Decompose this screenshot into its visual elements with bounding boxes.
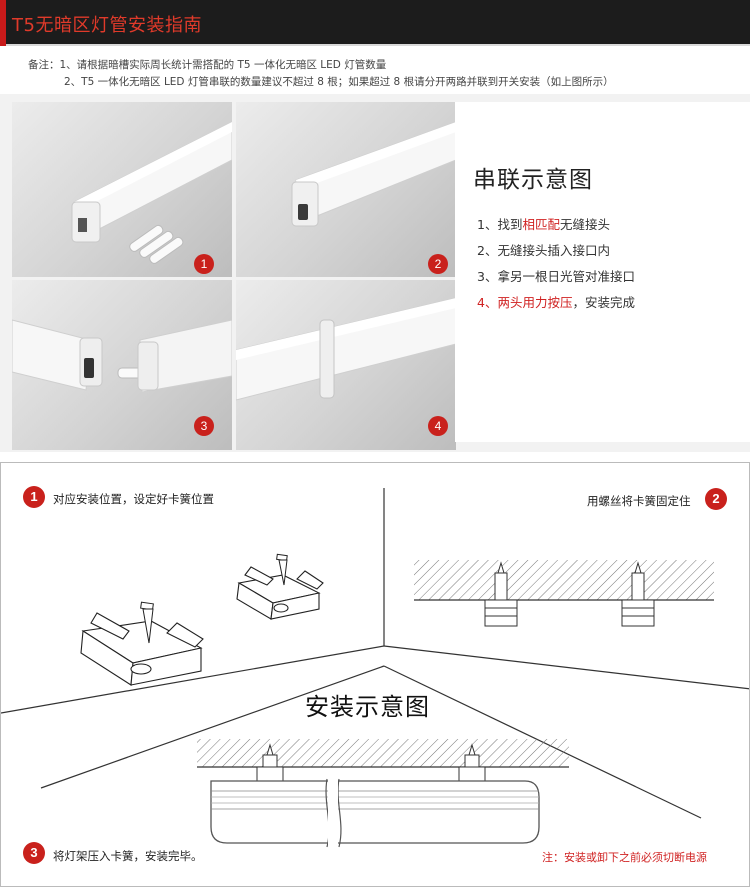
photo-step-4: 4 bbox=[236, 280, 456, 450]
photo-badge-4: 4 bbox=[428, 416, 448, 436]
note-line-2: 2、T5 一体化无暗区 LED 灯管串联的数量建议不超过 8 根；如果超过 8 … bbox=[64, 76, 614, 88]
photo-step-1: 1 bbox=[12, 102, 232, 277]
pressed-joint-illustration bbox=[236, 297, 456, 401]
serial-step-4-highlight: 4、两头用力按压 bbox=[477, 295, 573, 310]
title-accent-bar bbox=[0, 0, 6, 46]
safety-warning: 注：安装或卸下之前必须切断电源 bbox=[542, 851, 707, 864]
install-step-3-text: 将灯架压入卡簧，安装完毕。 bbox=[53, 849, 203, 863]
tube-with-connectors-illustration bbox=[71, 121, 232, 264]
ceiling-hatch-bottom bbox=[197, 739, 569, 767]
photo-badge-1: 1 bbox=[194, 254, 214, 274]
mounting-screw-small bbox=[276, 553, 288, 586]
mounting-screw-large bbox=[140, 601, 154, 644]
note-line-1: 备注：1、请根据暗槽实际周长统计需搭配的 T5 一体化无暗区 LED 灯管数量 bbox=[28, 59, 387, 71]
photo-badge-2: 2 bbox=[428, 254, 448, 274]
serial-step-1: 1、找到相匹配无缝接头 bbox=[477, 214, 610, 233]
page-title: T5无暗区灯管安装指南 bbox=[12, 15, 202, 36]
install-title: 安装示意图 bbox=[305, 693, 430, 721]
title-bar: T5无暗区灯管安装指南 bbox=[0, 0, 750, 46]
serial-step-4-suffix: ，安装完成 bbox=[572, 295, 635, 310]
serial-step-1-highlight: 相匹配 bbox=[522, 217, 560, 232]
photo-step-2: 2 bbox=[236, 102, 456, 277]
mounting-clip-large bbox=[80, 612, 204, 686]
align-tubes-illustration bbox=[12, 319, 232, 393]
photo-badge-3: 3 bbox=[194, 416, 214, 436]
notes: 备注：1、请根据暗槽实际周长统计需搭配的 T5 一体化无暗区 LED 灯管数量 … bbox=[28, 57, 614, 91]
serial-step-1-prefix: 1、找到 bbox=[477, 217, 523, 232]
photo-step-3: 3 bbox=[12, 280, 232, 450]
serial-step-1-suffix: 无缝接头 bbox=[559, 217, 610, 232]
installation-panel: 1 对应安装位置，设定好卡簧位置 用螺丝将卡簧固定住 2 安装示意图 3 将灯架… bbox=[0, 462, 750, 887]
installation-diagram bbox=[1, 488, 749, 853]
install-step-3-number: 3 bbox=[23, 842, 45, 864]
serial-title: 串联示意图 bbox=[473, 167, 593, 193]
fixed-clips-right bbox=[484, 561, 655, 627]
ceiling-hatch-right bbox=[414, 560, 714, 600]
install-step-1-number: 1 bbox=[23, 486, 45, 508]
light-fixture bbox=[210, 773, 540, 853]
connector-inserted-illustration bbox=[291, 121, 456, 227]
serial-guide: 串联示意图 1、找到相匹配无缝接头 2、无缝接头插入接口内 3、拿另一根日光管对… bbox=[455, 102, 750, 442]
mounting-clip-small bbox=[236, 566, 324, 620]
serial-step-3: 3、拿另一根日光管对准接口 bbox=[477, 269, 635, 284]
install-step-2-text: 用螺丝将卡簧固定住 bbox=[587, 494, 691, 508]
serial-step-2: 2、无缝接头插入接口内 bbox=[477, 243, 610, 258]
install-step-1-text: 对应安装位置，设定好卡簧位置 bbox=[53, 492, 214, 506]
fixed-clips-bottom bbox=[256, 743, 486, 782]
serial-connection-panel: 1 2 3 4 串联示意图 bbox=[0, 94, 750, 452]
install-step-2-number: 2 bbox=[705, 488, 727, 510]
serial-step-4: 4、两头用力按压，安装完成 bbox=[477, 292, 635, 311]
